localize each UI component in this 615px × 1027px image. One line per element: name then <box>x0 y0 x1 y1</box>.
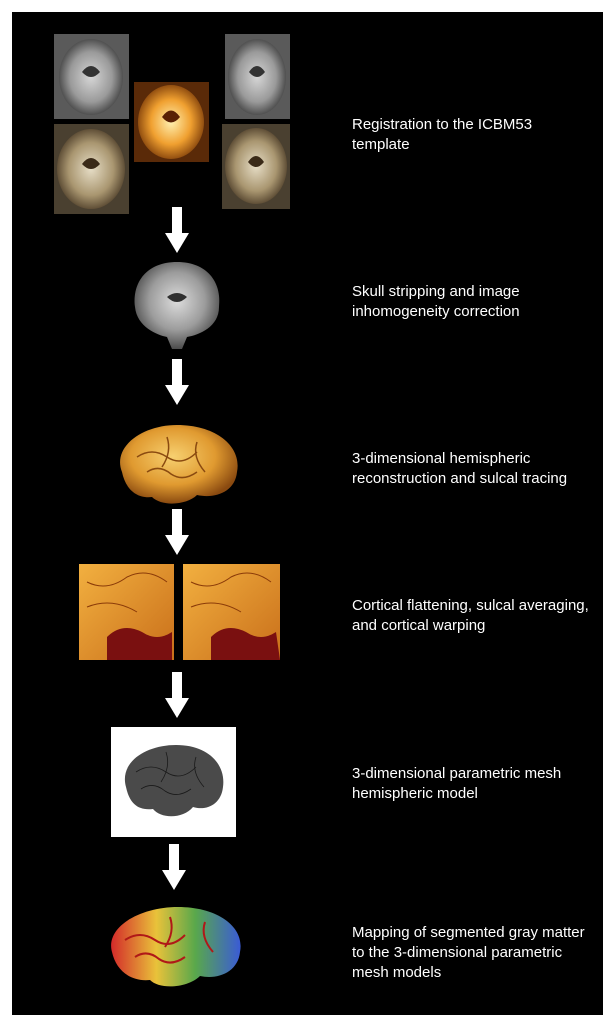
down-arrow-icon <box>165 359 189 407</box>
down-arrow-icon <box>165 672 189 720</box>
stage-mesh-model <box>111 727 236 837</box>
step-label-flattening: Cortical flattening, sulcal averaging, a… <box>352 596 592 636</box>
registration-images <box>52 32 292 217</box>
step-label-reconstruction: 3-dimensional hemispheric reconstruction… <box>352 449 592 489</box>
stage-skull-stripping <box>127 257 227 352</box>
brain-surface-image <box>107 417 247 512</box>
mesh-model-image <box>111 727 236 837</box>
step-label-gray-matter-mapping: Mapping of segmented gray matter to the … <box>352 923 592 983</box>
step-label-mesh-model: 3-dimensional parametric mesh hemispheri… <box>352 764 592 804</box>
pipeline-panel: Registration to the ICBM53 template Skul… <box>12 12 603 1015</box>
stage-registration <box>52 32 292 217</box>
down-arrow-icon <box>165 207 189 255</box>
flattened-cortex-images <box>77 562 282 662</box>
coronal-slice-image <box>127 257 227 352</box>
step-label-registration: Registration to the ICBM53 template <box>352 115 592 155</box>
down-arrow-icon <box>162 844 186 892</box>
stage-reconstruction <box>107 417 247 512</box>
gray-matter-map-image <box>100 902 250 992</box>
down-arrow-icon <box>165 509 189 557</box>
stage-flattening <box>77 562 282 662</box>
step-label-skull-stripping: Skull stripping and image inhomogeneity … <box>352 282 592 322</box>
stage-gray-matter-mapping <box>100 902 250 992</box>
